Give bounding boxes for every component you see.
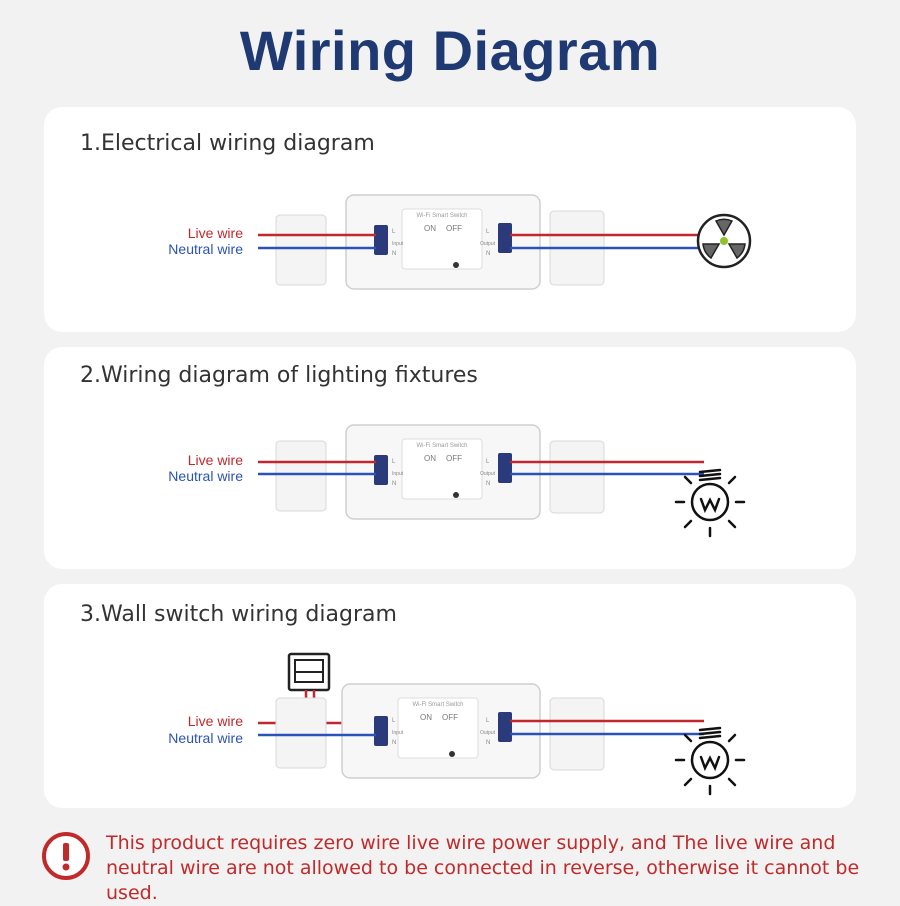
output-label: Output bbox=[480, 471, 496, 477]
terminal-l-input: L bbox=[392, 718, 396, 724]
terminal-l-output: L bbox=[486, 718, 490, 724]
smart-switch-device: Wi-Fi Smart Switch ON OFF L N Input L N … bbox=[275, 424, 605, 520]
light-bulb-icon bbox=[674, 726, 746, 796]
neutral-wire-label: Neutral wire bbox=[168, 730, 243, 746]
terminal-l-input: L bbox=[392, 229, 396, 235]
panel-heading: 2.Wiring diagram of lighting fixtures bbox=[80, 363, 478, 388]
neutral-wire-label: Neutral wire bbox=[168, 468, 243, 484]
device-name: Wi-Fi Smart Switch bbox=[413, 702, 464, 708]
terminal-n-input: N bbox=[392, 740, 396, 746]
warning-icon bbox=[42, 832, 90, 880]
input-label: Input bbox=[392, 241, 404, 247]
light-bulb-icon bbox=[674, 468, 746, 538]
lighting-wiring-diagram: Live wire Neutral wire Wi-Fi Smart Switc… bbox=[168, 424, 746, 538]
smart-switch-device: Wi-Fi Smart Switch ON OFF L N Input L N … bbox=[275, 194, 605, 290]
wall-switch-wiring-diagram: Live wire Neutral wire Wi-Fi Smart Switc… bbox=[168, 652, 746, 796]
diagram-panel-wall-switch: 3.Wall switch wiring diagram Live wire N… bbox=[44, 584, 856, 808]
fan-icon bbox=[696, 213, 752, 269]
device-on-label: ON bbox=[420, 713, 432, 722]
device-off-label: OFF bbox=[446, 224, 462, 233]
warning-text: This product requires zero wire live wir… bbox=[106, 832, 860, 904]
panel-heading: 1.Electrical wiring diagram bbox=[80, 131, 375, 156]
device-off-label: OFF bbox=[446, 454, 462, 463]
smart-switch-device: Wi-Fi Smart Switch ON OFF L N Input L N … bbox=[275, 683, 605, 779]
terminal-n-input: N bbox=[392, 481, 396, 487]
wall-switch-icon bbox=[287, 652, 331, 692]
diagram-panel-lighting: 2.Wiring diagram of lighting fixtures Li… bbox=[44, 347, 856, 569]
terminal-n-input: N bbox=[392, 251, 396, 257]
input-label: Input bbox=[392, 471, 404, 477]
device-on-label: ON bbox=[424, 224, 436, 233]
terminal-n-output: N bbox=[486, 251, 490, 257]
electrical-wiring-diagram: Live wire Neutral wire Wi-Fi Smart Switc… bbox=[168, 194, 752, 290]
output-label: Output bbox=[480, 730, 496, 736]
terminal-l-output: L bbox=[486, 229, 490, 235]
panel-heading: 3.Wall switch wiring diagram bbox=[80, 602, 397, 627]
terminal-l-input: L bbox=[392, 459, 396, 465]
terminal-n-output: N bbox=[486, 740, 490, 746]
diagram-panel-electrical: 1.Electrical wiring diagram Live wire Ne… bbox=[44, 107, 856, 332]
terminal-n-output: N bbox=[486, 481, 490, 487]
live-wire-label: Live wire bbox=[188, 713, 243, 729]
live-wire-label: Live wire bbox=[188, 225, 243, 241]
page-title: Wiring Diagram bbox=[239, 19, 661, 82]
live-wire-label: Live wire bbox=[188, 452, 243, 468]
neutral-wire-label: Neutral wire bbox=[168, 241, 243, 257]
output-label: Output bbox=[480, 241, 496, 247]
input-label: Input bbox=[392, 730, 404, 736]
device-name: Wi-Fi Smart Switch bbox=[417, 213, 468, 219]
device-name: Wi-Fi Smart Switch bbox=[417, 443, 468, 449]
device-on-label: ON bbox=[424, 454, 436, 463]
device-off-label: OFF bbox=[442, 713, 458, 722]
terminal-l-output: L bbox=[486, 459, 490, 465]
